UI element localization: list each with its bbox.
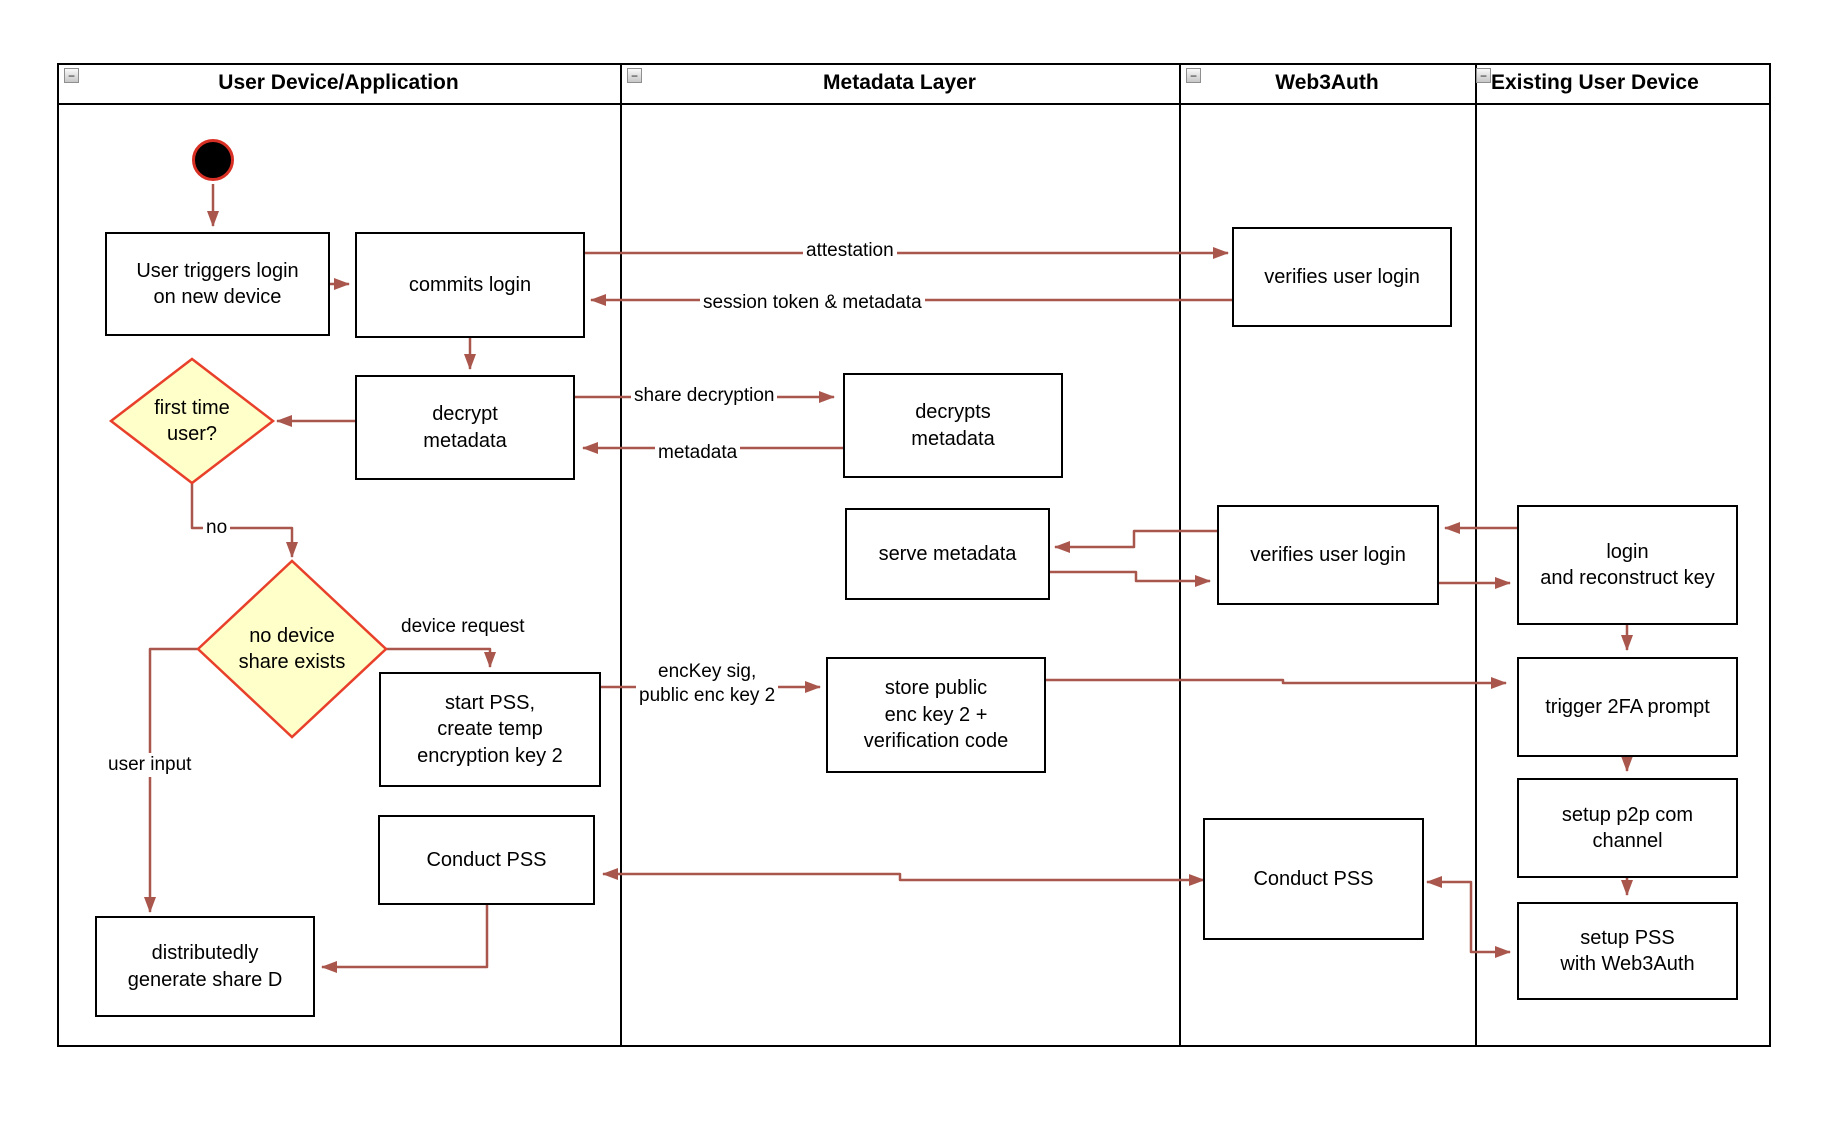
decision-label-first-time-user: first time user? xyxy=(122,381,262,461)
edge-label-text: metadata xyxy=(658,442,738,463)
node-label: verifies user login xyxy=(1250,543,1406,566)
edge-label-text: no xyxy=(206,517,228,538)
collapse-lane-icon[interactable]: − xyxy=(1476,68,1491,83)
edge-label-text: device request xyxy=(401,616,525,637)
node-trigger-2fa[interactable]: trigger 2FA prompt xyxy=(1517,657,1738,757)
node-user-triggers-login[interactable]: User triggers login on new device xyxy=(105,232,330,336)
node-verifies-user-login-top[interactable]: verifies user login xyxy=(1232,227,1452,327)
node-serve-metadata[interactable]: serve metadata xyxy=(845,508,1050,600)
decision-label-no-device-share: no device share exists xyxy=(212,609,372,689)
node-setup-pss[interactable]: setup PSS with Web3Auth xyxy=(1517,902,1738,1000)
minus-icon: − xyxy=(1479,68,1487,83)
node-label: decrypts metadata xyxy=(911,401,995,450)
start-node[interactable] xyxy=(192,139,234,181)
minus-icon: − xyxy=(67,68,75,83)
node-login-reconstruct-key[interactable]: login and reconstruct key xyxy=(1517,505,1738,625)
lane-title-text: Web3Auth xyxy=(1275,71,1379,94)
arrow-conduct-to-generate xyxy=(321,905,489,973)
lane-header-web3auth: Web3Auth xyxy=(1181,63,1473,103)
arrow-verifies-to-serve xyxy=(1054,529,1217,553)
decision-no-device-share[interactable] xyxy=(196,559,388,739)
diagram-frame xyxy=(57,63,1771,1047)
collapse-lane-icon[interactable]: − xyxy=(627,68,642,83)
lane-header-existing-device: Existing User Device xyxy=(1491,63,1769,103)
node-label: distributedly generate share D xyxy=(127,942,283,991)
lane-divider-3 xyxy=(1475,63,1477,1047)
lane-divider-1 xyxy=(620,63,622,1047)
node-label: verifies user login xyxy=(1264,265,1420,288)
node-conduct-pss-user[interactable]: Conduct PSS xyxy=(378,815,595,905)
collapse-lane-icon[interactable]: − xyxy=(64,68,79,83)
node-label: commits login xyxy=(408,273,532,296)
node-label: start PSS, create temp encryption key 2 xyxy=(417,691,563,767)
edge-label-text: attestation xyxy=(806,240,894,261)
header-divider xyxy=(57,103,1771,105)
node-conduct-pss-web3auth[interactable]: Conduct PSS xyxy=(1203,818,1424,940)
lane-title-text: User Device/Application xyxy=(218,71,459,94)
arrow-device-request xyxy=(386,647,496,668)
edge-label-enckey: encKey sig, public enc key 2 xyxy=(636,660,779,708)
lane-header-user-device: User Device/Application xyxy=(59,63,618,103)
edge-label-session-token: session token & metadata xyxy=(700,291,925,315)
node-decrypts-metadata[interactable]: decrypts metadata xyxy=(843,373,1063,478)
arrow-user-input xyxy=(144,647,198,913)
node-label: Conduct PSS xyxy=(1253,867,1374,890)
decision-label: first time user? xyxy=(154,397,230,445)
edge-label-text: share decryption xyxy=(634,385,775,406)
node-label: trigger 2FA prompt xyxy=(1545,695,1710,718)
edge-label-user-input: user input xyxy=(105,753,195,777)
node-verifies-user-login-mid[interactable]: verifies user login xyxy=(1217,505,1439,605)
edge-label-text: encKey sig, public enc key 2 xyxy=(639,661,776,706)
arrow-conduct-pss-link xyxy=(602,868,1205,886)
node-setup-p2p[interactable]: setup p2p com channel xyxy=(1517,778,1738,878)
edge-label-no: no xyxy=(203,516,231,540)
node-label: User triggers login on new device xyxy=(136,259,299,308)
lane-divider-2 xyxy=(1179,63,1181,1047)
arrow-no-branch xyxy=(190,483,298,558)
decision-first-time-user[interactable] xyxy=(108,357,276,485)
lane-title-text: Existing User Device xyxy=(1491,71,1699,94)
edge-label-text: session token & metadata xyxy=(703,292,922,313)
edge-label-text: user input xyxy=(108,754,192,775)
edge-label-metadata: metadata xyxy=(655,441,741,465)
arrow-setup-pss-conduct xyxy=(1426,876,1511,958)
node-store-public-enc-key[interactable]: store public enc key 2 + verification co… xyxy=(826,657,1046,773)
node-label: setup PSS with Web3Auth xyxy=(1560,926,1695,975)
node-label: login and reconstruct key xyxy=(1540,540,1715,589)
edge-label-share-decryption: share decryption xyxy=(631,384,778,408)
arrow-serve-to-verifies xyxy=(1050,570,1211,587)
minus-icon: − xyxy=(630,68,638,83)
node-distributedly-generate[interactable]: distributedly generate share D xyxy=(95,916,315,1017)
lane-header-metadata-layer: Metadata Layer xyxy=(622,63,1177,103)
lane-title-text: Metadata Layer xyxy=(823,71,976,94)
node-start-pss[interactable]: start PSS, create temp encryption key 2 xyxy=(379,672,601,787)
node-label: store public enc key 2 + verification co… xyxy=(863,677,1009,753)
edge-label-device-request: device request xyxy=(398,615,528,639)
collapse-lane-icon[interactable]: − xyxy=(1186,68,1201,83)
node-label: Conduct PSS xyxy=(426,848,547,871)
edge-label-attestation: attestation xyxy=(803,239,897,263)
arrow-store-to-2fa xyxy=(1046,677,1507,689)
node-commits-login[interactable]: commits login xyxy=(355,232,585,338)
node-label: setup p2p com channel xyxy=(1561,803,1694,852)
decision-label: no device share exists xyxy=(238,625,346,673)
minus-icon: − xyxy=(1189,68,1197,83)
node-decrypt-metadata[interactable]: decrypt metadata xyxy=(355,375,575,480)
node-label: serve metadata xyxy=(878,542,1017,565)
node-label: decrypt metadata xyxy=(423,403,507,452)
